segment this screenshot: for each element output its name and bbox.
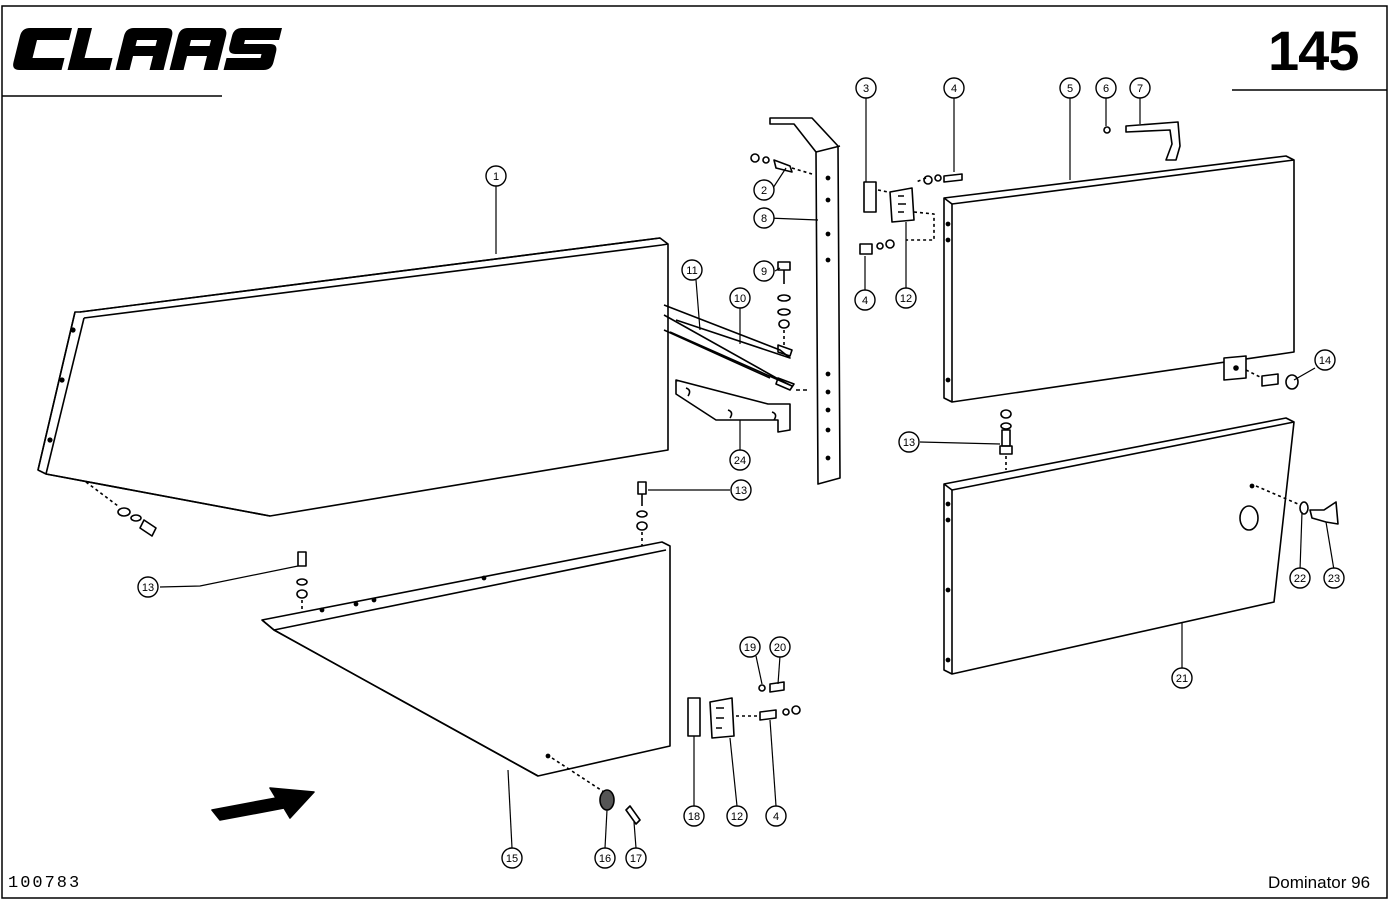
- callout-12: 12: [731, 811, 743, 823]
- bracket-24: [675, 379, 791, 433]
- hinge-3-12: [859, 173, 963, 255]
- callout-23: 23: [1328, 573, 1340, 585]
- callout-24: 24: [734, 455, 746, 467]
- page-number: 145: [1268, 19, 1359, 82]
- bolt-9-stack: [777, 261, 791, 348]
- post-8: [769, 117, 841, 485]
- panel-21: [943, 417, 1339, 675]
- callout-4: 4: [951, 83, 957, 95]
- callout-18: 18: [688, 811, 700, 823]
- hinge-18-12-lower: [687, 681, 801, 739]
- bolt-2: [750, 153, 813, 175]
- callout-2: 2: [761, 185, 767, 197]
- callout-19: 19: [744, 642, 756, 654]
- pin-7: [1103, 121, 1181, 161]
- callout-bubbles: [137, 77, 1345, 869]
- callout-13: 13: [735, 485, 747, 497]
- callout-4: 4: [862, 295, 868, 307]
- callout-8: 8: [761, 213, 767, 225]
- bolt-13-right: [999, 409, 1013, 470]
- callout-5: 5: [1067, 83, 1073, 95]
- callout-16: 16: [599, 853, 611, 865]
- leader-lines: [159, 98, 1335, 849]
- callout-20: 20: [774, 642, 786, 654]
- panel-1: [37, 237, 669, 517]
- machine-model: Dominator 96: [1268, 873, 1371, 892]
- callout-13: 13: [142, 582, 154, 594]
- callout-3: 3: [863, 83, 869, 95]
- bolt-13-center: [636, 481, 648, 546]
- bolt-13-lower: [296, 551, 308, 612]
- panel-5: [943, 155, 1299, 403]
- callout-11: 11: [686, 265, 697, 277]
- callout-1: 1: [493, 171, 499, 183]
- page-frame: [1, 5, 1388, 899]
- callout-7: 7: [1137, 83, 1143, 95]
- callout-21: 21: [1176, 673, 1188, 685]
- callout-12: 12: [900, 293, 912, 305]
- document-id: 100783: [8, 874, 82, 893]
- callout-9: 9: [761, 266, 767, 278]
- callout-14: 14: [1319, 355, 1331, 367]
- claas-logo: [13, 28, 282, 70]
- callout-13: 13: [903, 437, 915, 449]
- panel-15: [261, 541, 671, 825]
- callout-15: 15: [506, 853, 518, 865]
- bolt-13-left: [85, 481, 157, 537]
- callout-17: 17: [630, 853, 642, 865]
- direction-arrow: [211, 787, 315, 821]
- struts-10-11: [663, 304, 795, 391]
- callout-22: 22: [1294, 573, 1306, 585]
- callout-6: 6: [1103, 83, 1109, 95]
- callout-4: 4: [773, 811, 779, 823]
- callout-10: 10: [734, 293, 746, 305]
